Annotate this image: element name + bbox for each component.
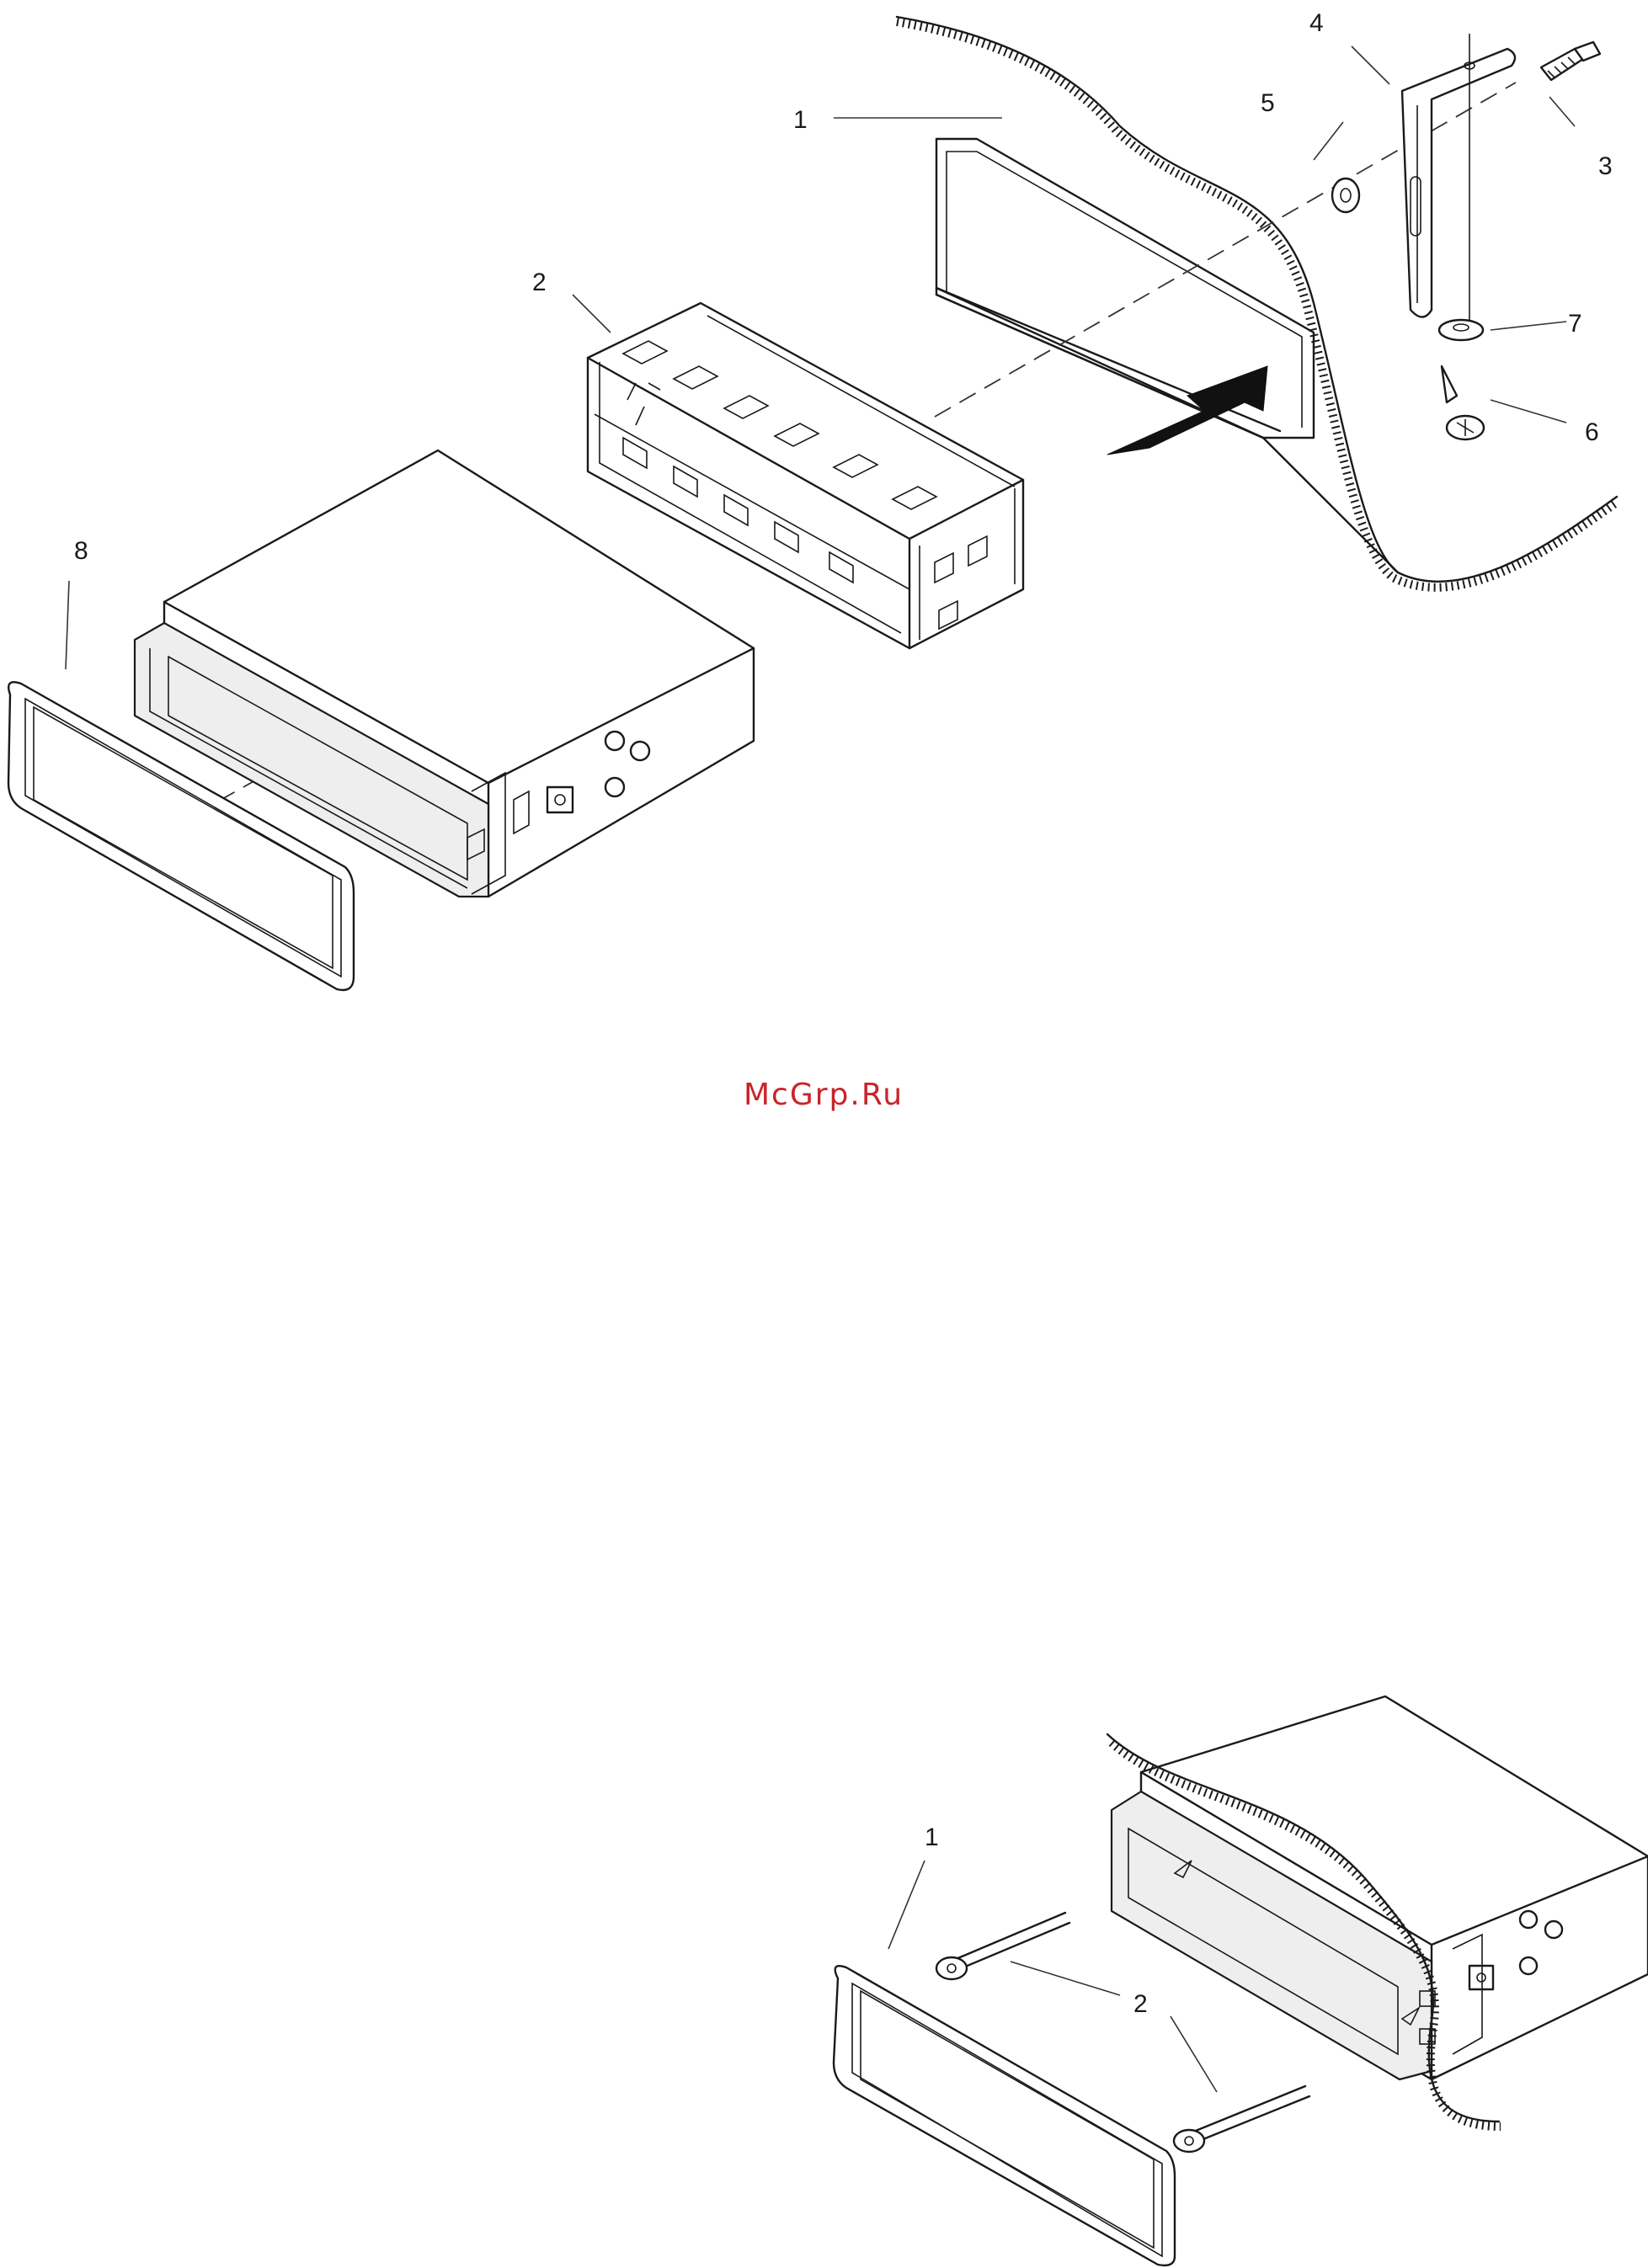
- callout-8: 8: [74, 537, 88, 565]
- callout-1-bottom: 1: [925, 1823, 939, 1851]
- callout-2: 2: [532, 269, 547, 296]
- tapping-screw: [1442, 366, 1484, 439]
- callout-3: 3: [1598, 152, 1613, 180]
- mounting-strap: [1402, 34, 1515, 320]
- trim-frame-removal: [834, 1966, 1175, 2265]
- top-figure: 1 2 3 4 5 6 7 8: [8, 9, 1617, 990]
- watermark: McGrp.Ru: [744, 1078, 904, 1112]
- bolt: [1541, 42, 1600, 80]
- callout-5: 5: [1261, 89, 1275, 117]
- callout-7: 7: [1568, 310, 1582, 338]
- callout-6: 6: [1585, 418, 1599, 446]
- callout-2-bottom: 2: [1133, 1990, 1148, 2018]
- flat-washer: [1439, 320, 1483, 340]
- callout-4: 4: [1309, 9, 1324, 37]
- washer: [1332, 178, 1359, 212]
- bottom-figure: 1 2: [834, 1696, 1648, 2265]
- radio-unit-removal: [1112, 1696, 1648, 2079]
- callout-1: 1: [793, 106, 808, 134]
